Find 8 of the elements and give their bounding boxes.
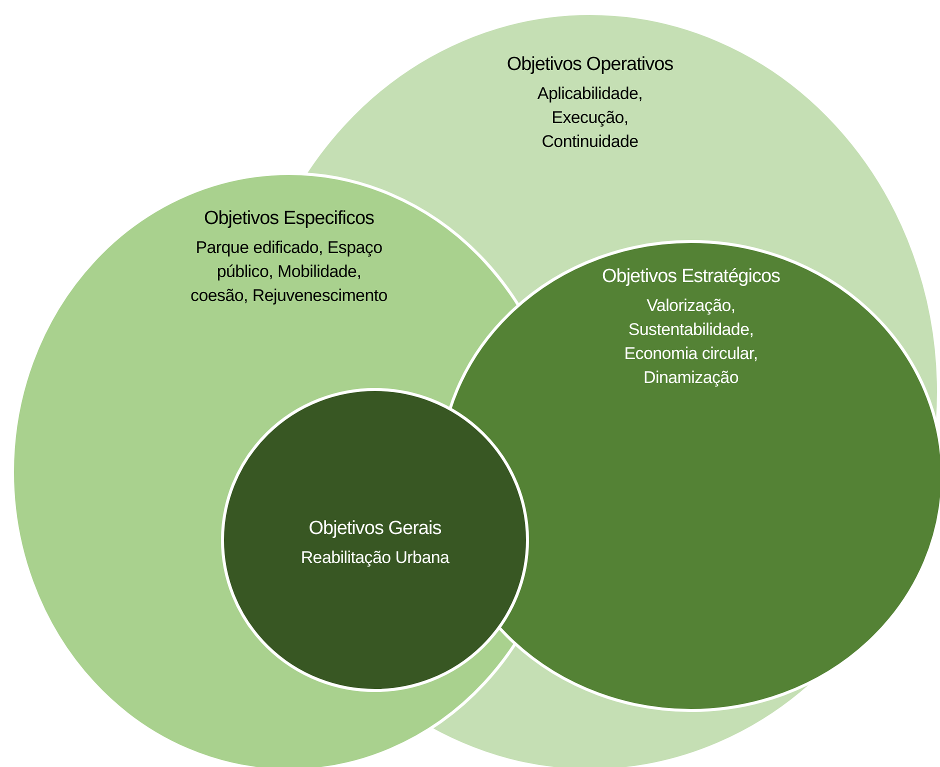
heading-text: Objetivos Especificos: [202, 208, 376, 230]
body-text: Parque edificado, Espaço público, Mobilidade, coesão, Rejuvenescimento: [190, 237, 388, 307]
heading-text: Objetivos Estratégicos: [600, 266, 782, 288]
heading-text: Objetivos Operativos: [506, 54, 674, 76]
body-text: Reabilitação Urbana: [300, 547, 450, 569]
body-text: Aplicabilidade, Execução, Continuidade: [536, 83, 644, 153]
heading-text: Objetivos Gerais: [308, 518, 442, 540]
body-text: Valorização, Sustentabilidade, Economia circular, Dinamização: [623, 295, 759, 389]
